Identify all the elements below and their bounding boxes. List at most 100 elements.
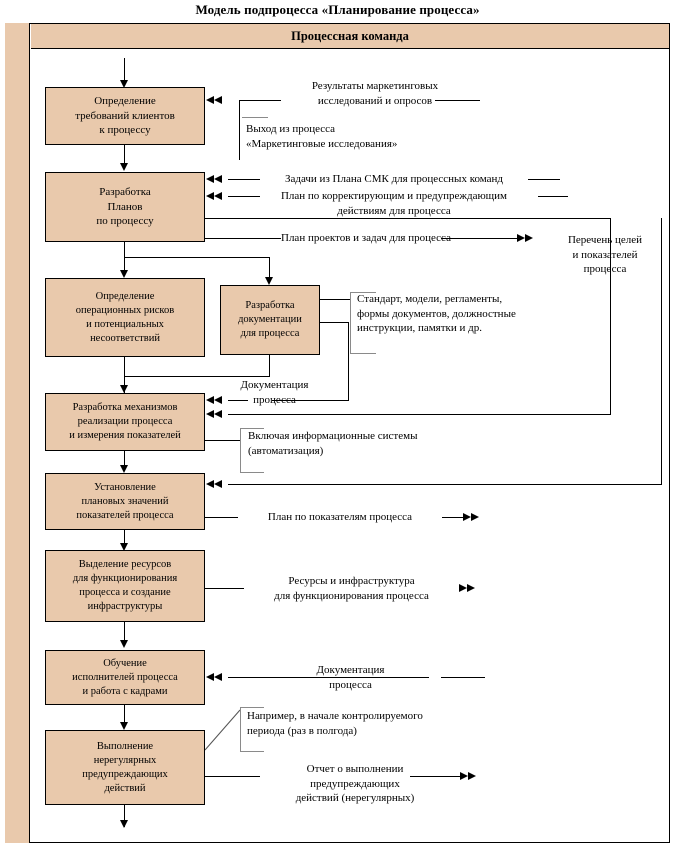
flow-label-goals-list: Перечень целей и показателей процесса [549,233,661,277]
connector-f5-out [205,238,281,239]
flow-label-resources-infrastructure: Ресурсы и инфраструктура для функциониро… [244,574,459,603]
arrowhead-right-f11-a [459,583,467,592]
arrowhead-right-f14-b [468,771,476,780]
label-line: исследований и опросов [317,94,433,107]
label-line: Задачи из Плана СМК для процессных коман… [284,173,504,185]
label-line: Результаты маркетинговых [311,80,439,92]
connector-b6-to-b7 [124,530,125,548]
label-line: Ресурсы и инфраструктура [288,575,415,587]
connector-f4-into-b2 [228,196,260,197]
flow-label-marketing-results: Результаты маркетинговых исследований и … [250,79,500,108]
process-box-train-performers[interactable]: Обучение исполнителей процесса и работа … [45,650,205,705]
arrowhead-down-b6 [119,465,128,473]
arrowhead-left-b5-d [214,409,222,418]
box-line: для функционирования [72,573,178,584]
label-line: Документация [316,664,385,676]
box-line: Обучение [103,657,147,669]
connector-rail-into-b6 [228,484,662,485]
label-line: Включая информационные системы [248,430,418,442]
connector-f13-diagonal [204,709,241,751]
box-line: реализации процесса [77,416,173,427]
arrowhead-right-f10-a [463,512,471,521]
label-line: План по корректирующим и предупреждающим [280,190,508,202]
connector-f14-tail [410,776,460,777]
arrowhead-left-b1-a [206,95,214,104]
arrowhead-down-exit [119,820,128,828]
process-box-develop-plans[interactable]: Разработка Планов по процессу [45,172,205,242]
connector-f3-tail [528,179,560,180]
process-box-develop-mechanisms[interactable]: Разработка механизмов реализации процесс… [45,393,205,451]
label-line: периода (раз в полгода) [247,724,357,737]
flow-label-smk-tasks: Задачи из Плана СМК для процессных коман… [236,172,552,187]
flow-label-preventive-report: Отчет о выполнении предупреждающих дейст… [250,762,460,806]
connector-b3-down [124,357,125,377]
process-box-irregular-preventive-actions[interactable]: Выполнение нерегулярных предупреждающих … [45,730,205,805]
label-line: (автоматизация) [248,444,324,457]
process-box-operational-risks[interactable]: Определение операционных рисков и потенц… [45,278,205,357]
flow-label-process-documentation-2: Документация процесса [273,663,428,692]
label-line: инструкции, памятки и др. [357,322,483,334]
connector-b3-join [124,376,270,377]
arrowhead-left-b5-b [214,395,222,404]
arrowhead-right-f11-b [467,583,475,592]
box-line: Разработка [99,186,151,199]
arrowhead-down-b5 [119,385,128,393]
label-line: Стандарт, модели, регламенты, [357,293,503,305]
arrowhead-left-b6-a [206,479,214,488]
connector-entry-to-b1 [124,58,125,82]
swimlane-header: Процессная команда [31,24,669,49]
note-bracket-f13-left [240,707,241,752]
process-box-define-requirements[interactable]: Определение требований клиентов к процес… [45,87,205,145]
connector-b4-down [269,355,270,377]
label-line: Выход из процесса [246,123,336,135]
note-bracket-f13-top [240,707,264,708]
note-bracket-f9-top [240,428,264,429]
arrowhead-left-b1-b [214,95,222,104]
arrowhead-right-f5-a [517,233,525,242]
arrowhead-down-b2 [119,163,128,171]
arrowhead-left-b2-c [206,191,214,200]
box-line: и измерения показателей [69,430,181,441]
arrowhead-down-b4 [264,277,273,285]
process-box-develop-documentation[interactable]: Разработка документации для процесса [220,285,320,355]
box-line: процесса и создание [79,587,171,598]
flow-label-process-documentation-1: Документация процесса [212,378,337,407]
box-line: по процессу [96,215,154,228]
flow-label-standards-models: Стандарт, модели, регламенты, формы доку… [357,292,657,336]
outer-right-rail [661,218,662,484]
box-line: показателей процесса [76,509,174,521]
box-line: исполнителей процесса [72,671,178,683]
box-line: действий [104,782,146,794]
label-line: План проектов и задач для процесса [281,232,451,244]
note-bracket-f13-bottom [240,751,264,752]
arrowhead-down-b8 [119,640,128,648]
note-bracket-f2-top [242,117,268,118]
connector-f4-tail [538,196,568,197]
process-box-allocate-resources[interactable]: Выделение ресурсов для функционирования … [45,550,205,622]
process-box-set-target-values[interactable]: Установление плановых значений показател… [45,473,205,530]
connector-f2-drop [239,100,240,160]
arrowhead-left-b2-a [206,174,214,183]
box-line: плановых значений [81,495,169,507]
note-bracket-f7-top [350,292,376,293]
label-line: для функционирования процесса [274,589,429,602]
arrowhead-left-b5-a [206,395,214,404]
arrowhead-down-b7 [119,543,128,551]
connector-b7-to-b8 [124,622,125,642]
box-line: несоответствий [90,332,160,344]
arrowhead-left-b5-c [206,409,214,418]
label-line: предупреждающих [310,777,400,790]
arrowhead-left-b8-a [206,672,214,681]
box-line: и работа с кадрами [82,685,168,697]
box-line: к процессу [99,124,151,137]
box-line: Разработка [245,300,295,311]
box-line: Планов [107,200,143,213]
box-line: документации [238,314,302,325]
arrowhead-left-b2-d [214,191,222,200]
flow-label-information-systems: Включая информационные системы (автомати… [248,429,548,458]
arrowhead-left-b8-b [214,672,222,681]
label-line: формы документов, должностные [357,307,516,320]
connector-f3-into-b2 [228,179,260,180]
flow-label-corrective-plan: План по корректирующим и предупреждающим… [236,189,552,218]
connector-b9-exit [124,805,125,827]
